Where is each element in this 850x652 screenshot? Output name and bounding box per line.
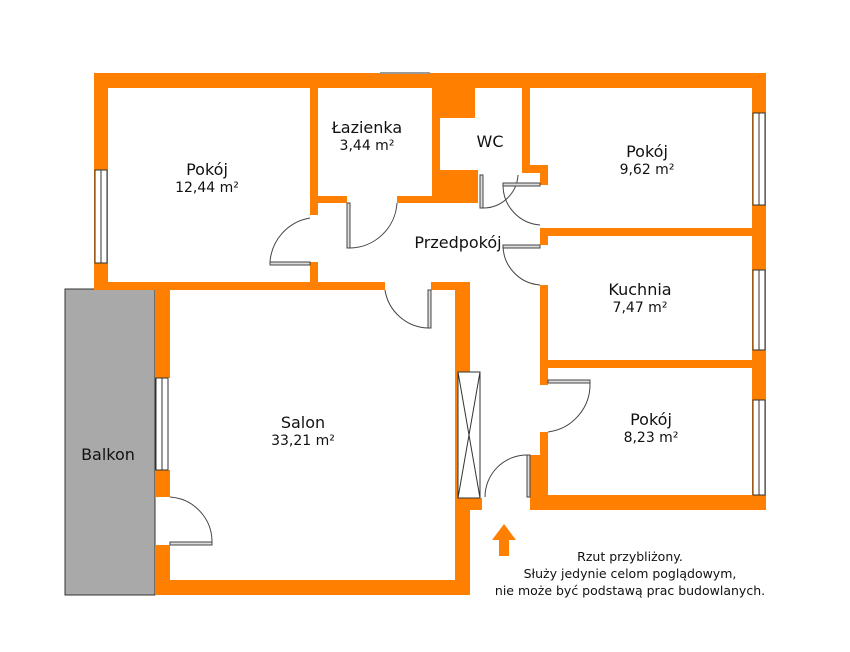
- room-name: Łazienka: [331, 118, 403, 137]
- room-area: 3,44 m²: [339, 138, 395, 154]
- room-name: WC: [476, 132, 504, 151]
- note-line: Rzut przybliżony.: [577, 549, 683, 564]
- room-name: Balkon: [81, 445, 135, 464]
- room-name: Przedpokój: [414, 233, 502, 252]
- room-area: 33,21 m²: [271, 433, 335, 449]
- room-name: Pokój: [630, 410, 672, 429]
- disclaimer-note: Rzut przybliżony. Służy jedynie celom po…: [470, 548, 790, 599]
- room-area: 7,47 m²: [612, 300, 668, 316]
- room-name: Pokój: [626, 142, 668, 161]
- room-name: Kuchnia: [608, 280, 672, 299]
- balcony: [64, 288, 156, 596]
- room-area: 9,62 m²: [619, 162, 675, 178]
- note-line: Służy jedynie celom poglądowym,: [523, 566, 737, 581]
- room-label-wc: WC: [477, 132, 504, 151]
- windows: [94, 72, 766, 496]
- room-label-przedpokoj: Przedpokój: [414, 233, 501, 252]
- room-area: 12,44 m²: [175, 180, 239, 196]
- note-line: nie może być podstawą prac budowlanych.: [494, 583, 766, 598]
- room-name: Pokój: [186, 160, 228, 179]
- room-area: 8,23 m²: [623, 430, 679, 446]
- room-label-balkon: Balkon: [81, 445, 135, 464]
- walls: [94, 73, 766, 595]
- doors: [169, 174, 591, 546]
- room-name: Salon: [280, 413, 326, 432]
- wardrobe: [457, 371, 481, 499]
